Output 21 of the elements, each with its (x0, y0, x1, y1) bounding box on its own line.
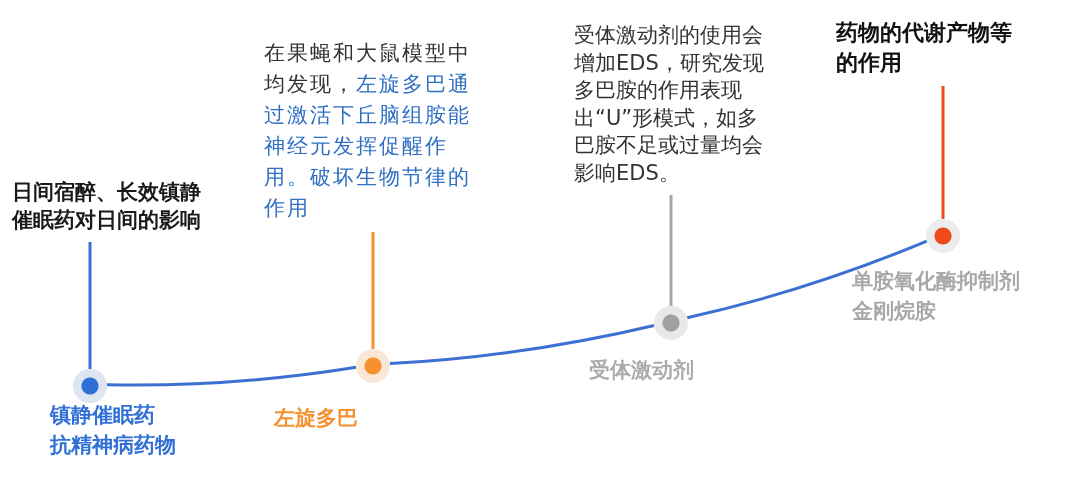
annotation-text: 日间宿醉、长效镇静催眠药对日间的影响 (12, 178, 212, 234)
timeline-dot (654, 306, 688, 340)
leader-line (941, 86, 945, 219)
annotation-text: 受体激动剂的使用会增加EDS，研究发现多巴胺的作用表现出“U”形模式，如多巴胺不足或过量均会影响EDS。 (574, 22, 779, 187)
drug-label: 左旋多巴 (274, 405, 359, 432)
leader-line (88, 242, 92, 369)
drug-label: 金刚烷胺 (852, 298, 937, 325)
annotation-text: 药物的代谢产物等的作用 (836, 18, 1024, 78)
annotation-text: 在果蝇和大鼠模型中均发现，左旋多巴通过激活下丘脑组胺能神经元发挥促醒作用。破坏生物节律的作用 (264, 38, 482, 224)
leader-line (371, 232, 375, 349)
drug-label: 抗精神病药物 (50, 432, 177, 459)
timeline-curve (106, 365, 357, 387)
timeline-curve (686, 239, 928, 320)
drug-label: 镇静催眠药 (50, 402, 156, 429)
leader-line (669, 195, 673, 306)
timeline-dot (73, 369, 107, 403)
timeline-dot (356, 349, 390, 383)
drug-label: 受体激动剂 (589, 357, 695, 384)
drug-label: 单胺氧化酶抑制剂 (852, 268, 1021, 295)
timeline-curve (389, 323, 655, 366)
timeline-dot (926, 219, 960, 253)
